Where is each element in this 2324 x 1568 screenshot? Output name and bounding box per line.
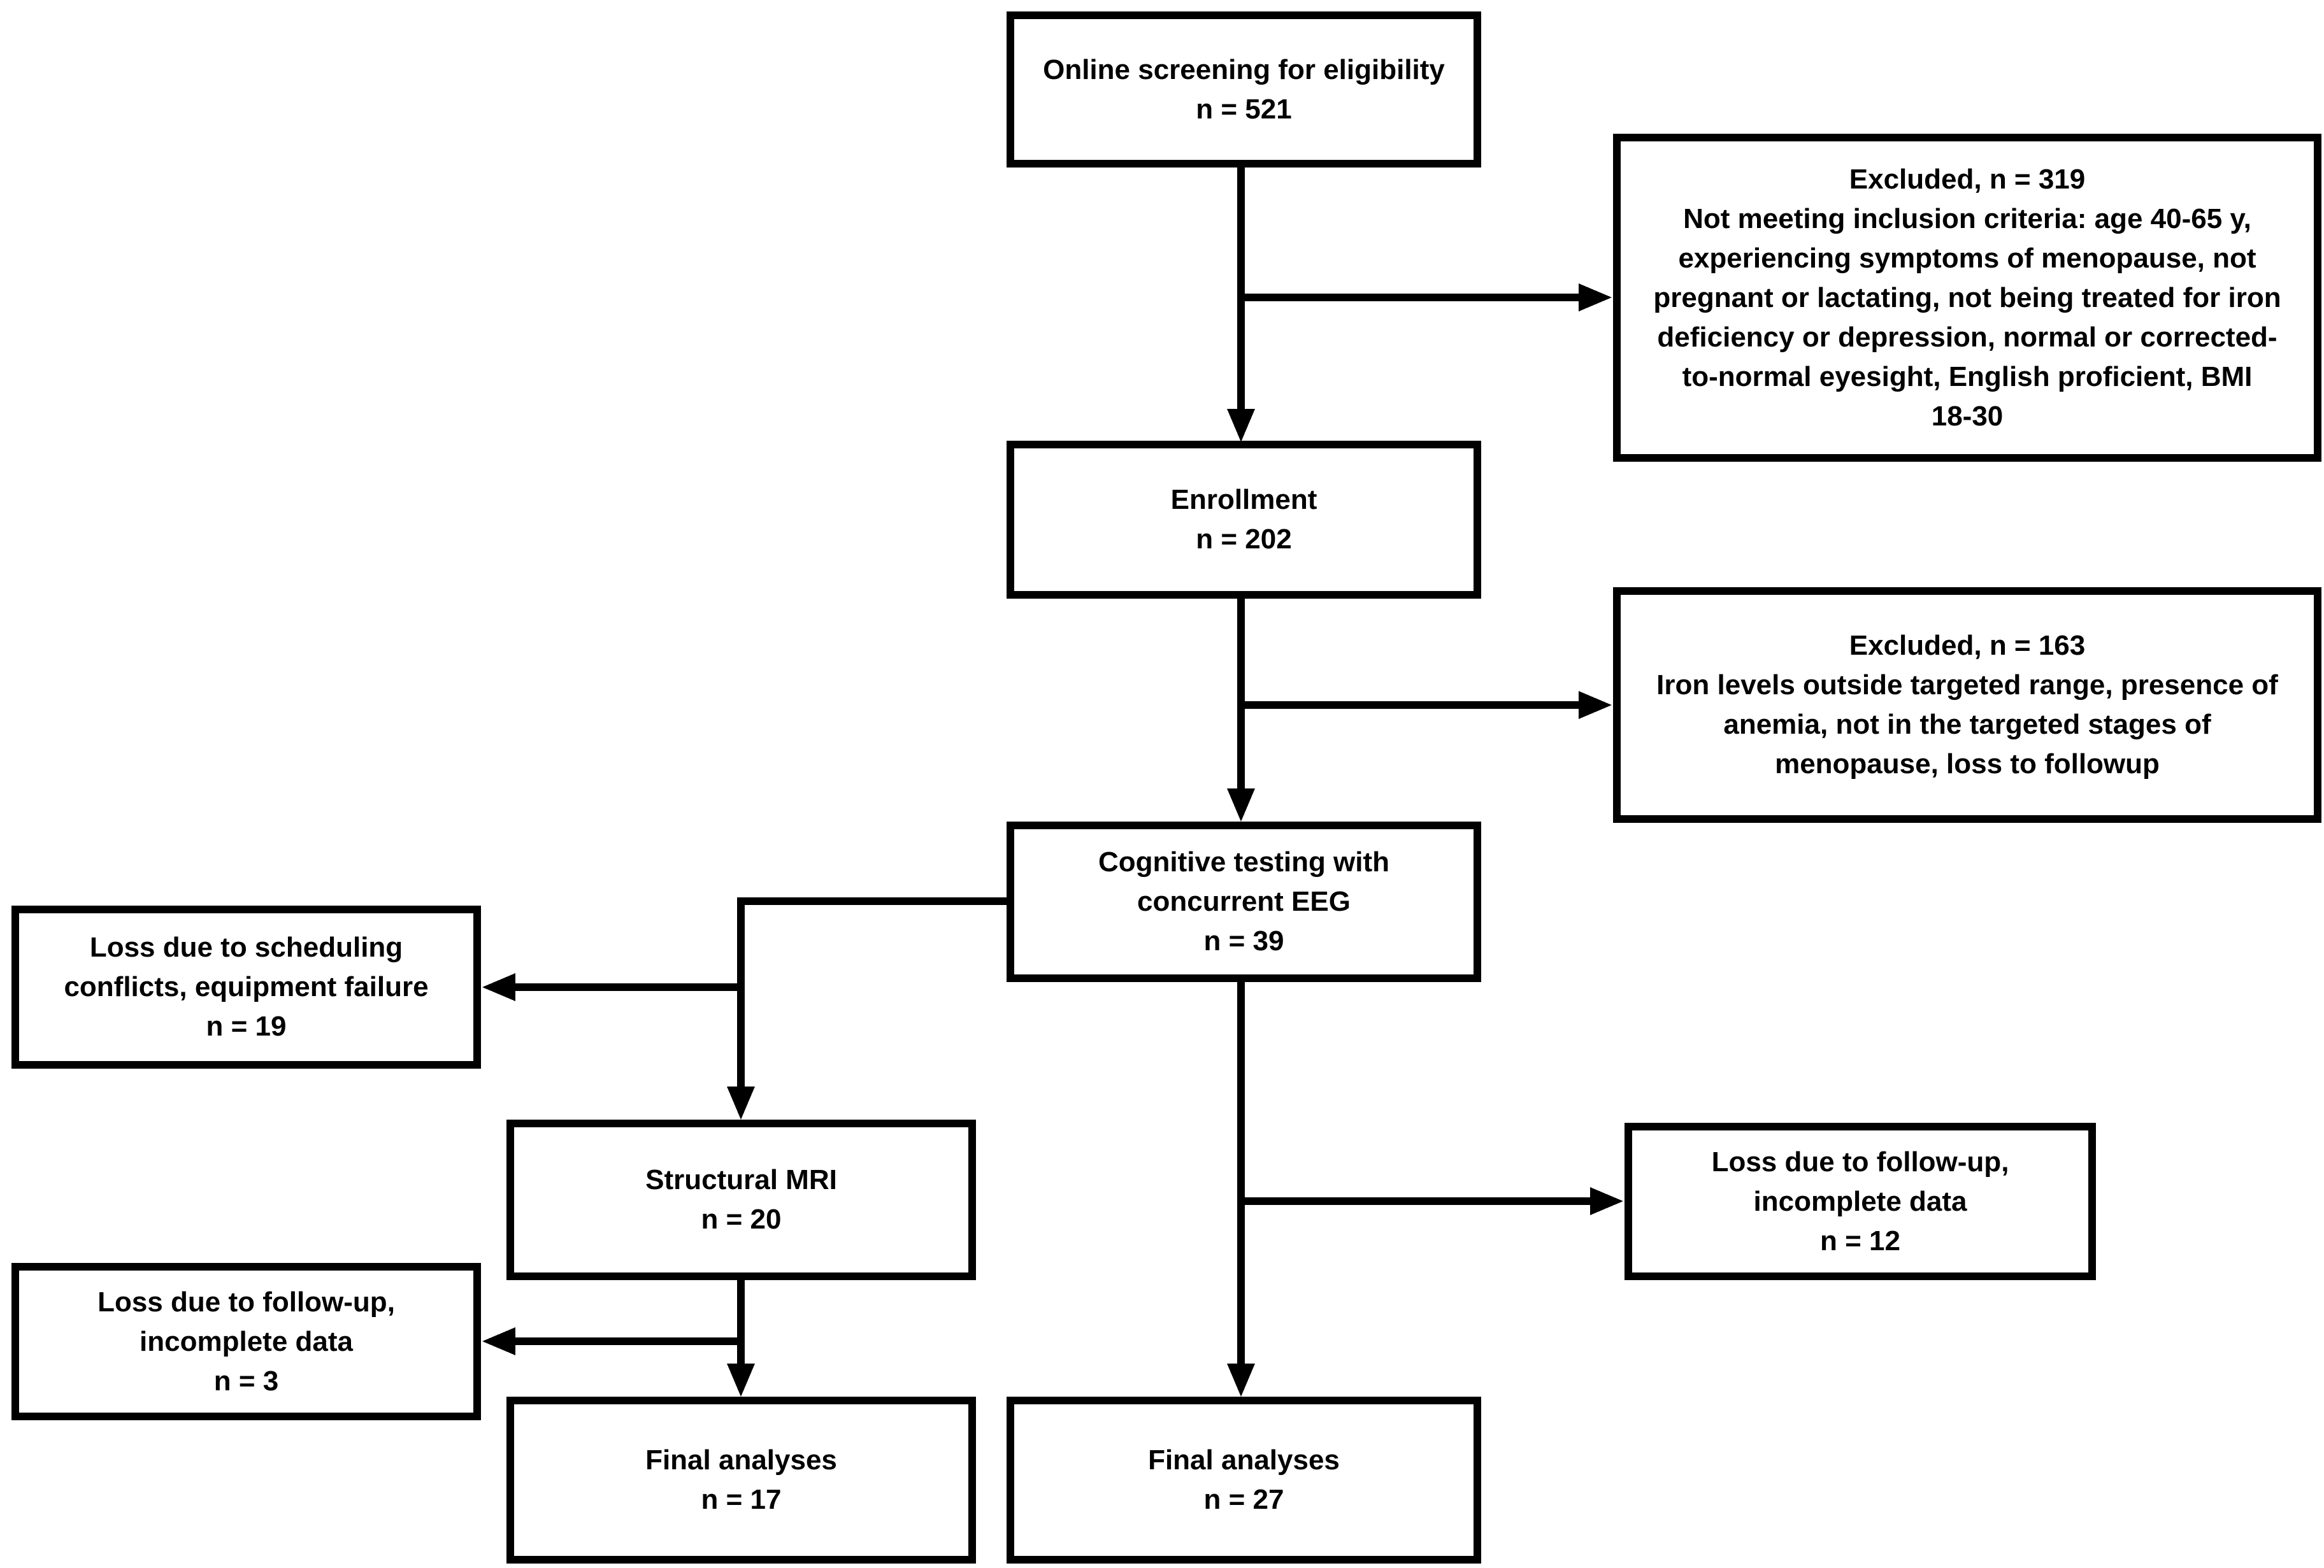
text-line: incomplete data <box>1753 1185 1967 1217</box>
arrowhead-right <box>1579 691 1612 719</box>
text-line: Not meeting inclusion criteria: age 40-6… <box>1683 203 2251 234</box>
text-line: n = 20 <box>701 1204 782 1235</box>
arrowhead-down <box>727 1364 755 1397</box>
text-line: pregnant or lactating, not being treated… <box>1653 282 2281 313</box>
text-line: Structural MRI <box>645 1164 837 1195</box>
text-line: n = 39 <box>1203 925 1284 957</box>
text-line: n = 3 <box>213 1365 279 1397</box>
node-loss-followup-12: Loss due to follow-up, incomplete data n =… <box>1625 1123 2096 1280</box>
connector-mri-to-final17 <box>727 1280 755 1397</box>
node-final-analyses-17: Final analyses n = 17 <box>506 1397 976 1564</box>
node-cognitive-eeg: Cognitive testing with concurrent EEG n = … <box>1007 822 1481 982</box>
connector-screening-to-enrollment <box>1227 167 1255 442</box>
text-line: n = 27 <box>1203 1484 1284 1515</box>
text-line: Cognitive testing with <box>1098 846 1390 878</box>
text-line: Loss due to follow-up, <box>97 1286 395 1318</box>
text-line: n = 17 <box>701 1484 782 1515</box>
connector-branch-loss-scheduling <box>482 973 741 1001</box>
text-line: 18-30 <box>1931 400 2004 432</box>
text-line: n = 202 <box>1196 524 1292 555</box>
arrowhead-down <box>1227 1364 1255 1397</box>
arrowhead-left <box>482 973 515 1001</box>
text-line: to-normal eyesight, English proficient, … <box>1682 360 2253 392</box>
node-online-screening: Online screening for eligibility n = 521 <box>1007 11 1481 167</box>
connector-branch-loss-followup-3 <box>482 1327 741 1355</box>
text-line: anemia, not in the targeted stages of <box>1723 709 2211 740</box>
text-line: menopause, loss to followup <box>1775 748 2160 780</box>
connector-branch-excluded-319 <box>1241 283 1612 311</box>
node-enrollment: Enrollment n = 202 <box>1007 441 1481 599</box>
arrowhead-left <box>482 1327 515 1355</box>
connector-branch-excluded-163 <box>1241 691 1612 719</box>
text-line: conflicts, equipment failure <box>64 971 429 1002</box>
text-line: Final analyses <box>645 1444 837 1476</box>
node-loss-followup-3: Loss due to follow-up, incomplete data n =… <box>11 1263 481 1420</box>
text-line: n = 12 <box>1820 1225 1900 1257</box>
node-structural-mri: Structural MRI n = 20 <box>506 1120 976 1280</box>
text-line: concurrent EEG <box>1137 886 1351 917</box>
node-loss-scheduling: Loss due to scheduling conflicts, equipme… <box>11 906 481 1069</box>
text-line: Loss due to scheduling <box>89 932 403 963</box>
text-line: n = 521 <box>1196 93 1292 125</box>
text-line: n = 19 <box>206 1011 287 1042</box>
connector-cognitive-to-final27 <box>1227 982 1255 1397</box>
text-line: Excluded, n = 163 <box>1849 630 2086 661</box>
connector-cognitive-to-mri <box>727 897 1007 1120</box>
arrowhead-down <box>1227 409 1255 442</box>
text-line: Final analyses <box>1148 1444 1340 1476</box>
text-line: incomplete data <box>140 1325 353 1357</box>
arrowhead-down <box>1227 788 1255 822</box>
text-line: deficiency or depression, normal or corr… <box>1657 321 2277 353</box>
node-final-analyses-27: Final analyses n = 27 <box>1007 1397 1481 1564</box>
arrowhead-down <box>727 1087 755 1120</box>
text-line: Online screening for eligibility <box>1043 53 1445 85</box>
arrowhead-right <box>1579 283 1612 311</box>
text-line: Loss due to follow-up, <box>1711 1146 2009 1178</box>
text-line: experiencing symptoms of menopause, not <box>1678 242 2256 274</box>
connector-branch-loss-followup-12 <box>1241 1187 1623 1215</box>
text-line: Excluded, n = 319 <box>1849 163 2086 195</box>
text-line: Enrollment <box>1170 484 1317 515</box>
arrowhead-right <box>1590 1187 1623 1215</box>
connector-enrollment-to-cognitive <box>1227 599 1255 822</box>
text-line: Iron levels outside targeted range, pres… <box>1656 669 2278 701</box>
